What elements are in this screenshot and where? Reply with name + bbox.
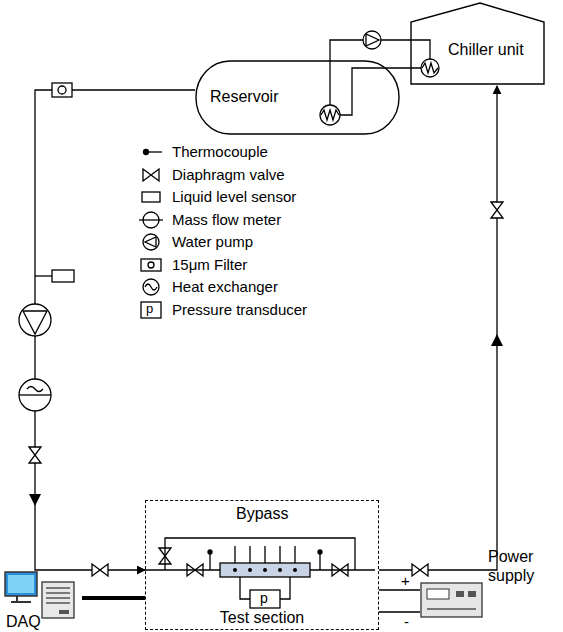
node-label: Power supply <box>488 547 560 585</box>
power-wires <box>379 590 420 612</box>
legend-text: Thermocouple <box>172 143 268 161</box>
pipe-line <box>35 90 195 570</box>
legend-text: Mass flow meter <box>172 211 281 229</box>
symbol-letter: p <box>260 589 268 607</box>
node-label: Test section <box>146 608 378 627</box>
legend-text: Heat exchanger <box>172 278 278 296</box>
daq-computer: DAQ <box>2 570 82 632</box>
polarity-sign: + <box>401 572 410 590</box>
pipe-label: Bypass <box>236 505 288 523</box>
reservoir-tank: Reservoir <box>195 60 401 135</box>
legend-text: Water pump <box>172 233 253 251</box>
legend-symbols <box>139 150 163 319</box>
level-sensor <box>35 270 74 282</box>
legend-text: Liquid level sensor <box>172 188 296 206</box>
power-supply: Power supply <box>420 545 563 630</box>
symbol-letter: p <box>146 300 153 318</box>
node-label: Chiller unit <box>448 40 524 59</box>
chiller-loop-piping <box>330 31 430 115</box>
data-cable <box>82 596 145 600</box>
node-label: Reservoir <box>210 87 278 106</box>
legend-text: 15μm Filter <box>172 256 247 274</box>
diaphragm-valve <box>29 202 503 576</box>
node-label: DAQ <box>6 612 41 631</box>
filter-symbol <box>52 83 72 97</box>
heat-exchanger <box>320 59 439 125</box>
test-section-piping <box>145 538 375 608</box>
legend-text: Pressure transducer <box>172 301 307 319</box>
mass-flow-meter <box>19 379 51 411</box>
pipe-line <box>379 86 497 570</box>
chiller-unit: Chiller unit <box>410 2 546 86</box>
water-pump <box>19 304 51 336</box>
legend-text: Diaphragm valve <box>172 166 285 184</box>
polarity-sign: - <box>404 613 409 631</box>
flow-arrow <box>29 334 503 506</box>
